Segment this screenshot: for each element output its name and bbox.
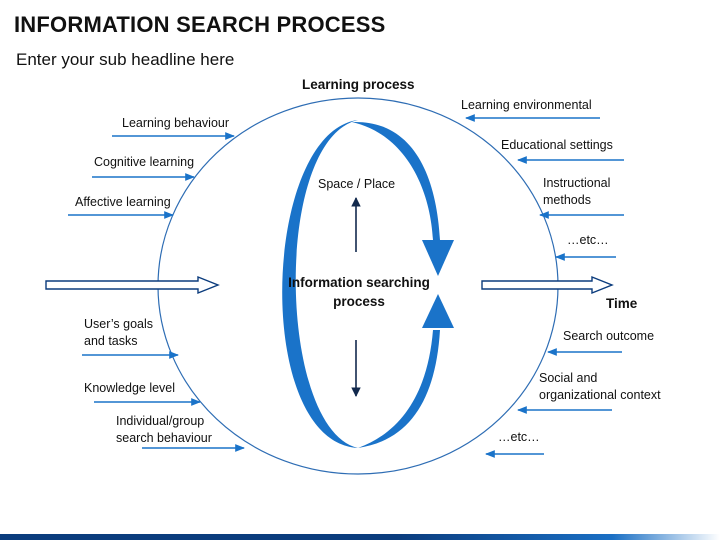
center-label-line-1: Information searching [288,275,430,290]
cycle-arc-right-top [352,121,440,240]
cycle-arc-right-bottom [358,330,440,448]
left-item-users-goals: User’s goals and tasks [84,316,153,350]
input-hollow-arrow-icon [45,275,220,295]
left-item-cognitive-learning: Cognitive learning [94,155,195,169]
right-item-search-outcome: Search outcome [563,329,655,343]
left-item-learning-behaviour: Learning behaviour [122,116,230,130]
left-item-individual-group: Individual/group search behaviour [116,413,212,447]
right-item-learning-environmental: Learning environmental [461,98,592,112]
cycle-arc-left [282,120,358,448]
page-subtitle: Enter your sub headline here [16,50,235,69]
page-title: INFORMATION SEARCH PROCESS [14,12,386,37]
right-item-etc-bottom: …etc… [498,430,540,444]
cycle-arrow-up-icon [422,294,454,328]
right-item-social-context: Social and organizational context [539,370,661,404]
left-item-knowledge-level: Knowledge level [84,381,176,395]
footer-gradient-bar [0,534,720,540]
right-item-instructional-methods: Instructional methods [543,175,610,209]
right-item-social-context-line-2: organizational context [539,388,661,402]
right-item-social-context-line-1: Social and [539,371,598,385]
left-item-individual-group-line-1: Individual/group [116,414,205,428]
right-item-etc-top: …etc… [567,233,609,247]
left-item-users-goals-line-1: User’s goals [84,317,154,331]
learning-process-label: Learning process [302,77,415,92]
left-item-affective-learning: Affective learning [75,195,171,209]
center-label: Information searching process [276,273,442,311]
right-item-educational-settings: Educational settings [501,138,613,152]
right-item-instructional-methods-line-2: methods [543,193,591,207]
space-place-label: Space / Place [318,177,396,191]
left-item-users-goals-line-2: and tasks [84,334,138,348]
time-hollow-arrow-icon [481,275,614,295]
right-item-instructional-methods-line-1: Instructional [543,176,611,190]
time-label: Time [606,296,638,311]
cycle-arrow-down-icon [422,240,454,276]
center-label-line-2: process [333,294,385,309]
left-item-individual-group-line-2: search behaviour [116,431,212,445]
